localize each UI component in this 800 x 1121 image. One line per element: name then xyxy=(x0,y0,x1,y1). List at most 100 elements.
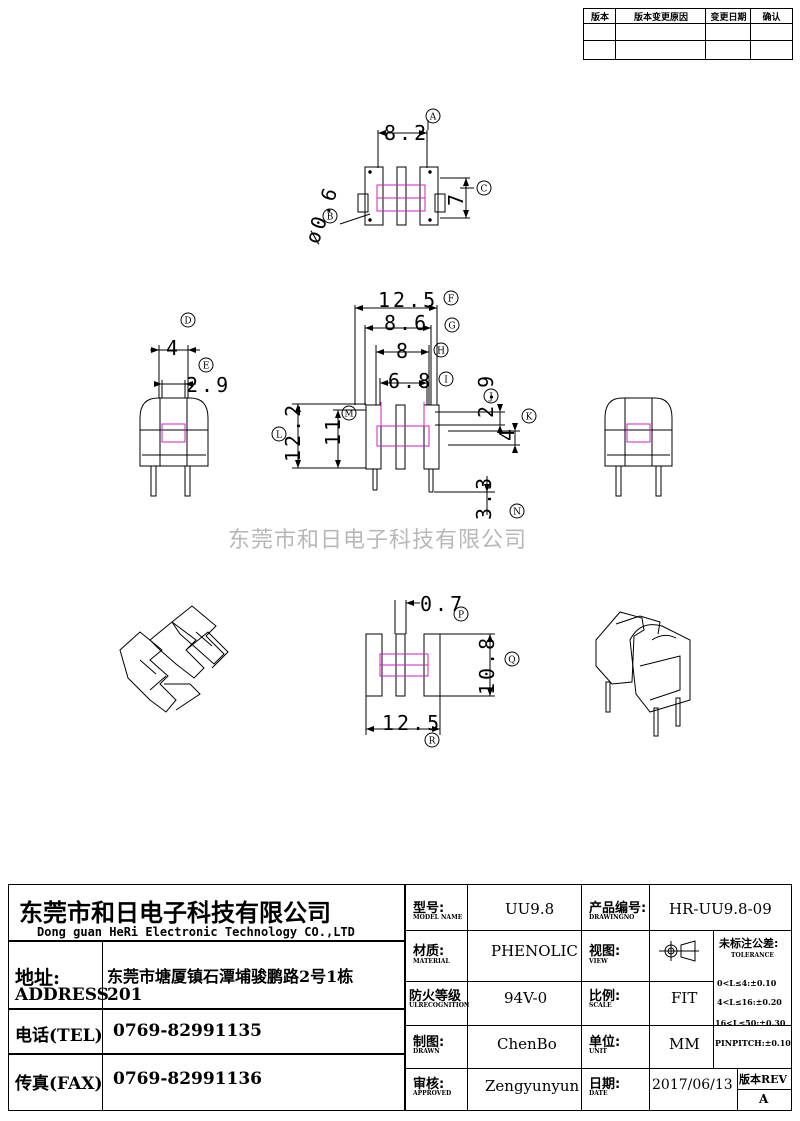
model-label: 型号: xyxy=(413,901,445,916)
balloon-j: J xyxy=(483,388,499,404)
unit-label: 单位: xyxy=(589,1035,621,1050)
balloon-a-letter: A xyxy=(429,113,437,123)
product-no-label: 产品编号: xyxy=(589,901,647,916)
dimension-h-value: 8 xyxy=(396,339,411,363)
rev-value: A xyxy=(759,1092,769,1106)
approved-label: 审核: xyxy=(413,1077,445,1092)
left-side-view xyxy=(139,345,209,497)
balloon-c: C xyxy=(476,180,492,196)
dimension-c-value: 7 xyxy=(444,191,468,206)
date-value: 2017/06/13 xyxy=(652,1077,733,1093)
address-line-2: 201 xyxy=(107,985,143,1005)
balloon-m-letter: M xyxy=(344,410,353,420)
drawn-value: ChenBo xyxy=(497,1035,557,1053)
balloon-f-letter: F xyxy=(448,295,454,305)
dimension-d-value: 4 xyxy=(166,336,181,360)
balloon-l-letter: L xyxy=(276,431,282,441)
dimension-l-value: 12.2 xyxy=(281,402,305,462)
address-label-cn: 地址: xyxy=(15,967,61,989)
approved-value: Zengyunyun xyxy=(485,1077,580,1095)
dimension-r-value: 12.5 xyxy=(382,711,442,735)
isometric-view-right xyxy=(595,611,691,737)
view-label: 视图: xyxy=(589,944,621,959)
bottom-view xyxy=(365,600,495,735)
model-value: UU9.8 xyxy=(505,900,555,918)
balloon-c-letter: C xyxy=(481,185,488,195)
rev-label: 版本REV xyxy=(739,1073,788,1086)
material-sub: MATERIAL xyxy=(413,958,450,965)
view-sub: VIEW xyxy=(589,958,608,965)
rev-header-confirm: 确认 xyxy=(762,13,781,23)
balloon-i: I xyxy=(438,371,454,387)
balloon-p-letter: P xyxy=(458,611,464,621)
balloon-j-letter: J xyxy=(488,393,493,403)
dimension-e-value: 2.9 xyxy=(186,373,231,397)
balloon-q-letter: Q xyxy=(508,656,515,666)
balloon-e: E xyxy=(198,357,214,373)
title-block: 东莞市和日电子科技有限公司 Dong guan HeRi Electronic … xyxy=(8,884,792,1111)
fax-value: 0769-82991136 xyxy=(113,1069,262,1089)
tolerance-row-3: 16<L≤50:±0.30 xyxy=(715,1018,786,1028)
unit-value: MM xyxy=(669,1035,700,1053)
front-view xyxy=(292,305,520,515)
balloon-q: Q xyxy=(504,651,520,667)
tel-value: 0769-82991135 xyxy=(113,1021,262,1041)
rev-header-version: 版本 xyxy=(590,13,609,23)
balloon-k-letter: K xyxy=(526,413,533,423)
balloon-g: G xyxy=(444,317,460,333)
flame-sub: ULRECOGNITION xyxy=(409,1002,470,1009)
balloon-n-letter: N xyxy=(513,508,521,518)
dimension-a-value: 8.2 xyxy=(384,121,429,145)
flame-value: 94V-0 xyxy=(504,989,548,1007)
scale-sub: SCALE xyxy=(589,1002,612,1009)
date-label: 日期: xyxy=(589,1077,621,1092)
balloon-i-letter: I xyxy=(444,376,448,386)
tel-label: 电话(TEL) xyxy=(15,1026,103,1046)
watermark: 东莞市和日电子科技有限公司 xyxy=(228,528,528,553)
balloon-a: A xyxy=(425,108,441,124)
balloon-r-letter: R xyxy=(429,737,436,747)
balloon-r: R xyxy=(424,732,440,748)
dimension-i-value: 6.8 xyxy=(388,369,433,393)
rev-header-date: 变更日期 xyxy=(710,13,747,23)
balloon-h: H xyxy=(433,342,449,358)
dimension-q-value: 10.8 xyxy=(475,635,499,695)
material-value: PHENOLIC xyxy=(491,942,578,960)
flame-label: 防火等级 xyxy=(409,989,462,1004)
balloon-l: L xyxy=(271,426,287,442)
tolerance-row-1: 0<L≤4:±0.10 xyxy=(717,978,777,988)
dimension-k-value: 4 xyxy=(495,426,519,441)
balloon-d: D xyxy=(180,312,196,328)
balloon-n: N xyxy=(509,503,525,519)
dimension-j-value: 2.9 xyxy=(474,373,498,418)
address-label-en: ADDRESS xyxy=(15,985,109,1005)
company-name-en: Dong guan HeRi Electronic Technology CO.… xyxy=(37,925,355,939)
scale-value: FIT xyxy=(671,989,698,1007)
tolerance-row-2: 4<L≤16:±0.20 xyxy=(717,997,782,1007)
dimension-m-value: 11 xyxy=(321,416,345,446)
right-side-view xyxy=(604,397,673,497)
unit-sub: UNIT xyxy=(589,1048,607,1055)
address-line-1: 东莞市塘厦镇石潭埔骏鹏路2号1栋 xyxy=(107,967,354,986)
scale-label: 比例: xyxy=(589,989,621,1004)
dimension-p-value: 0.7 xyxy=(420,592,465,616)
dimension-n-value: 3.3 xyxy=(472,475,496,520)
tolerance-title: 未标注公差: xyxy=(719,937,779,950)
company-name-cn: 东莞市和日电子科技有限公司 xyxy=(19,899,331,927)
rev-header-reason: 版本变更原因 xyxy=(633,13,688,23)
balloon-p: P xyxy=(453,606,469,622)
balloon-m: M xyxy=(341,405,357,421)
product-no-sub: DRAWINGNO xyxy=(589,914,635,921)
balloon-f: F xyxy=(443,290,459,306)
drawn-label: 制图: xyxy=(413,1035,445,1050)
model-sub: MODEL NAME xyxy=(413,914,463,921)
dimension-g-value: 8.6 xyxy=(384,311,429,335)
balloon-d-letter: D xyxy=(184,317,191,327)
balloon-b-letter: B xyxy=(327,213,334,223)
dimension-f-value: 12.5 xyxy=(378,288,438,312)
material-label: 材质: xyxy=(413,944,445,959)
product-no-value: HR-UU9.8-09 xyxy=(669,900,772,918)
fax-label: 传真(FAX) xyxy=(15,1074,103,1094)
balloon-k: K xyxy=(521,408,537,424)
tolerance-sub: TOLERANCE xyxy=(731,952,774,959)
